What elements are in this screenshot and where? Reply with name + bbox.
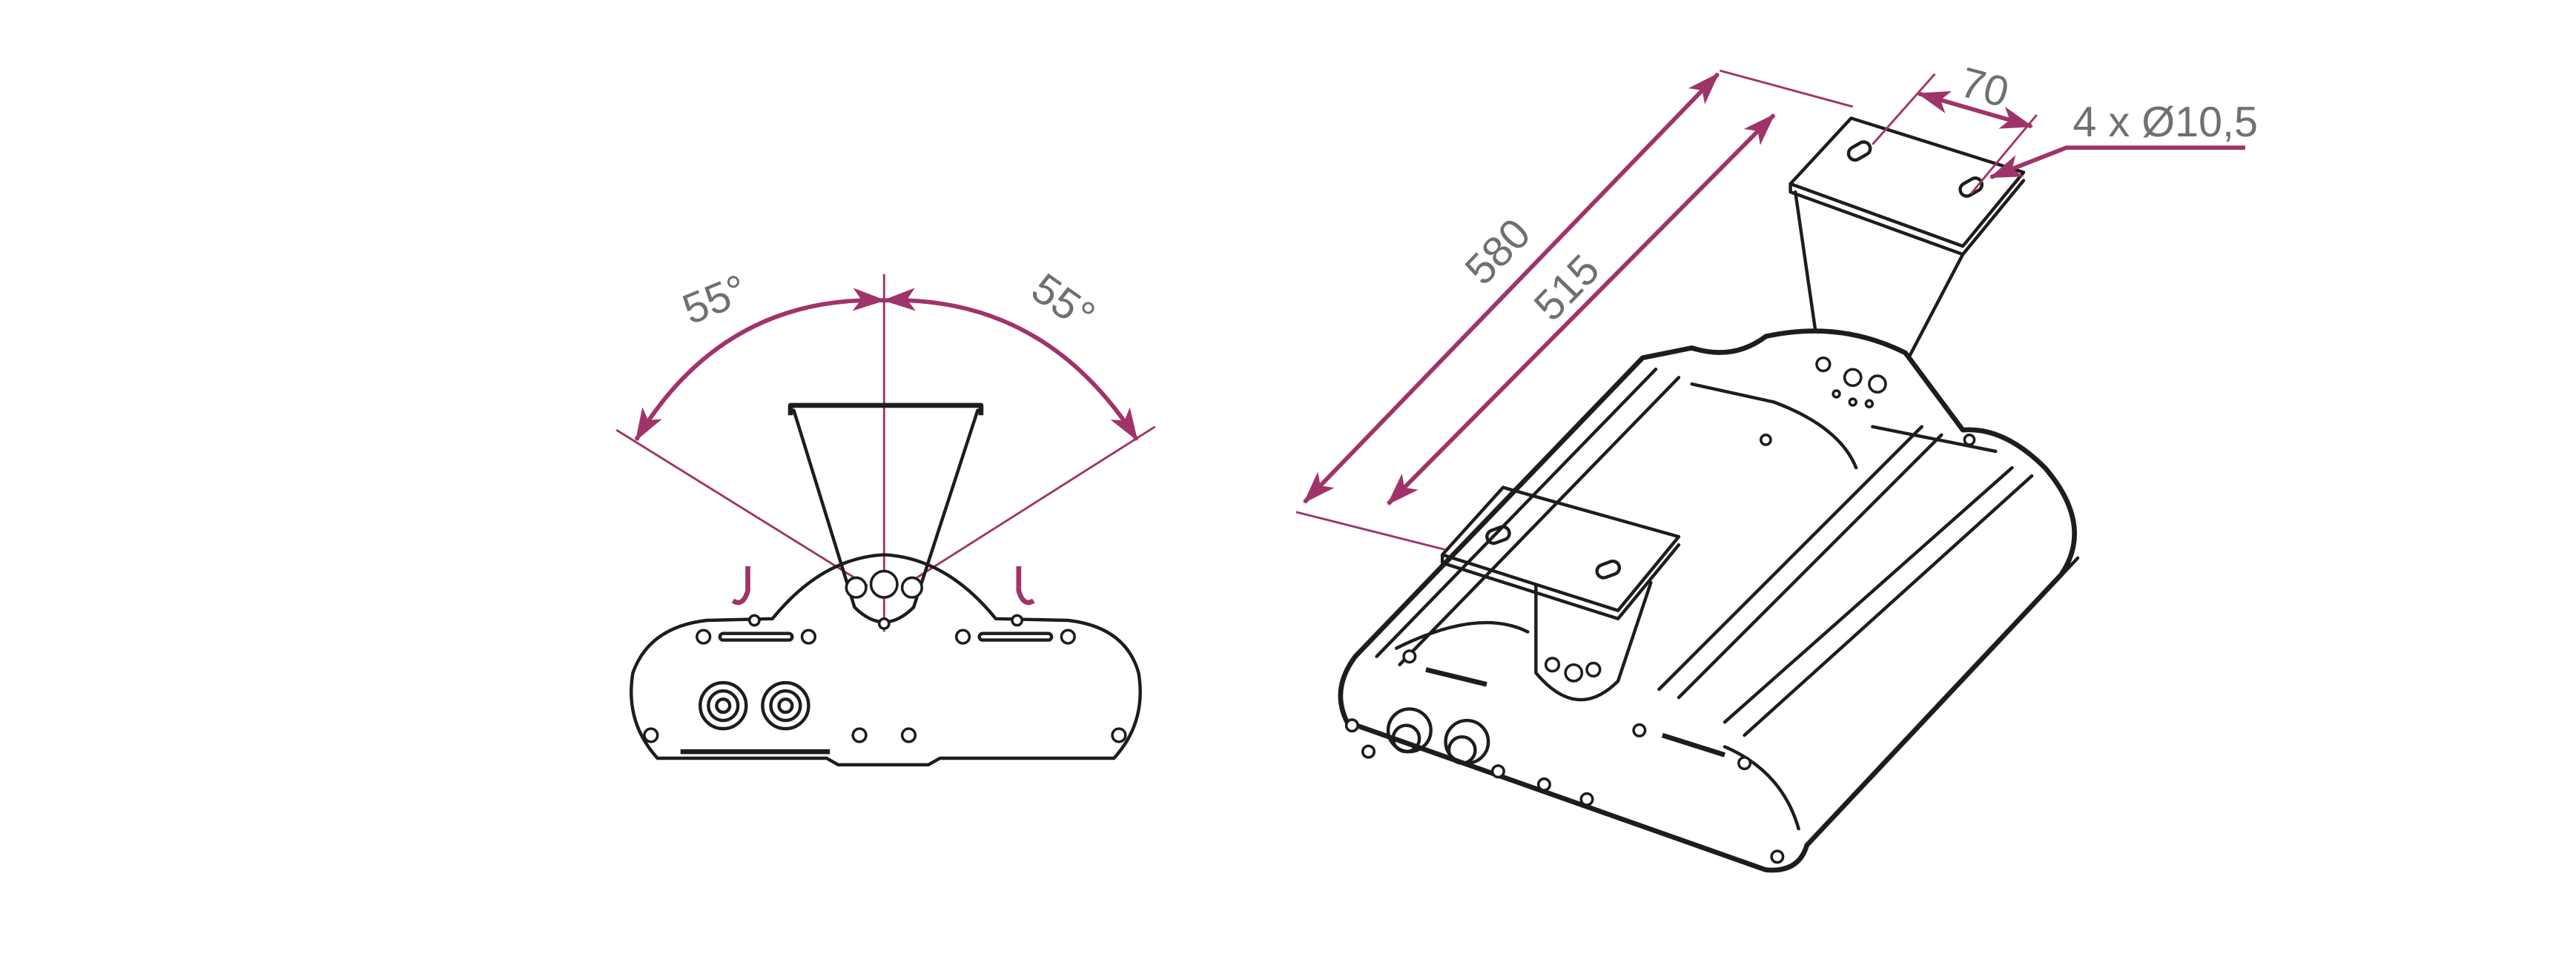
isometric-view: 580 515 70 4 x Ø10,5 <box>1295 59 2258 873</box>
luminaire-body <box>1338 328 2080 873</box>
front-bracket <box>1440 485 1681 702</box>
front-view: 55° 55° <box>615 265 1156 767</box>
cable-gland-icon <box>761 680 810 731</box>
top-bracket <box>1789 116 2026 359</box>
hook-icon <box>1016 566 1035 606</box>
bracket-width-dimension: 70 <box>1872 59 2038 195</box>
cable-gland-icon <box>1386 707 1433 754</box>
width-70-label: 70 <box>1955 59 2013 116</box>
length-580-label: 580 <box>1456 210 1540 294</box>
cable-gland-icon <box>1444 718 1490 765</box>
holes-label: 4 x Ø10,5 <box>2073 99 2258 146</box>
angle-right-label: 55° <box>1023 265 1103 340</box>
hook-icon <box>731 566 750 606</box>
hole-callout: 4 x Ø10,5 <box>1989 99 2258 179</box>
mounting-bracket <box>787 402 984 630</box>
luminaire-body <box>630 553 1142 767</box>
cable-gland-icon <box>699 680 748 731</box>
angle-left-label: 55° <box>676 266 754 334</box>
length-dimensions: 580 515 <box>1295 69 1854 551</box>
